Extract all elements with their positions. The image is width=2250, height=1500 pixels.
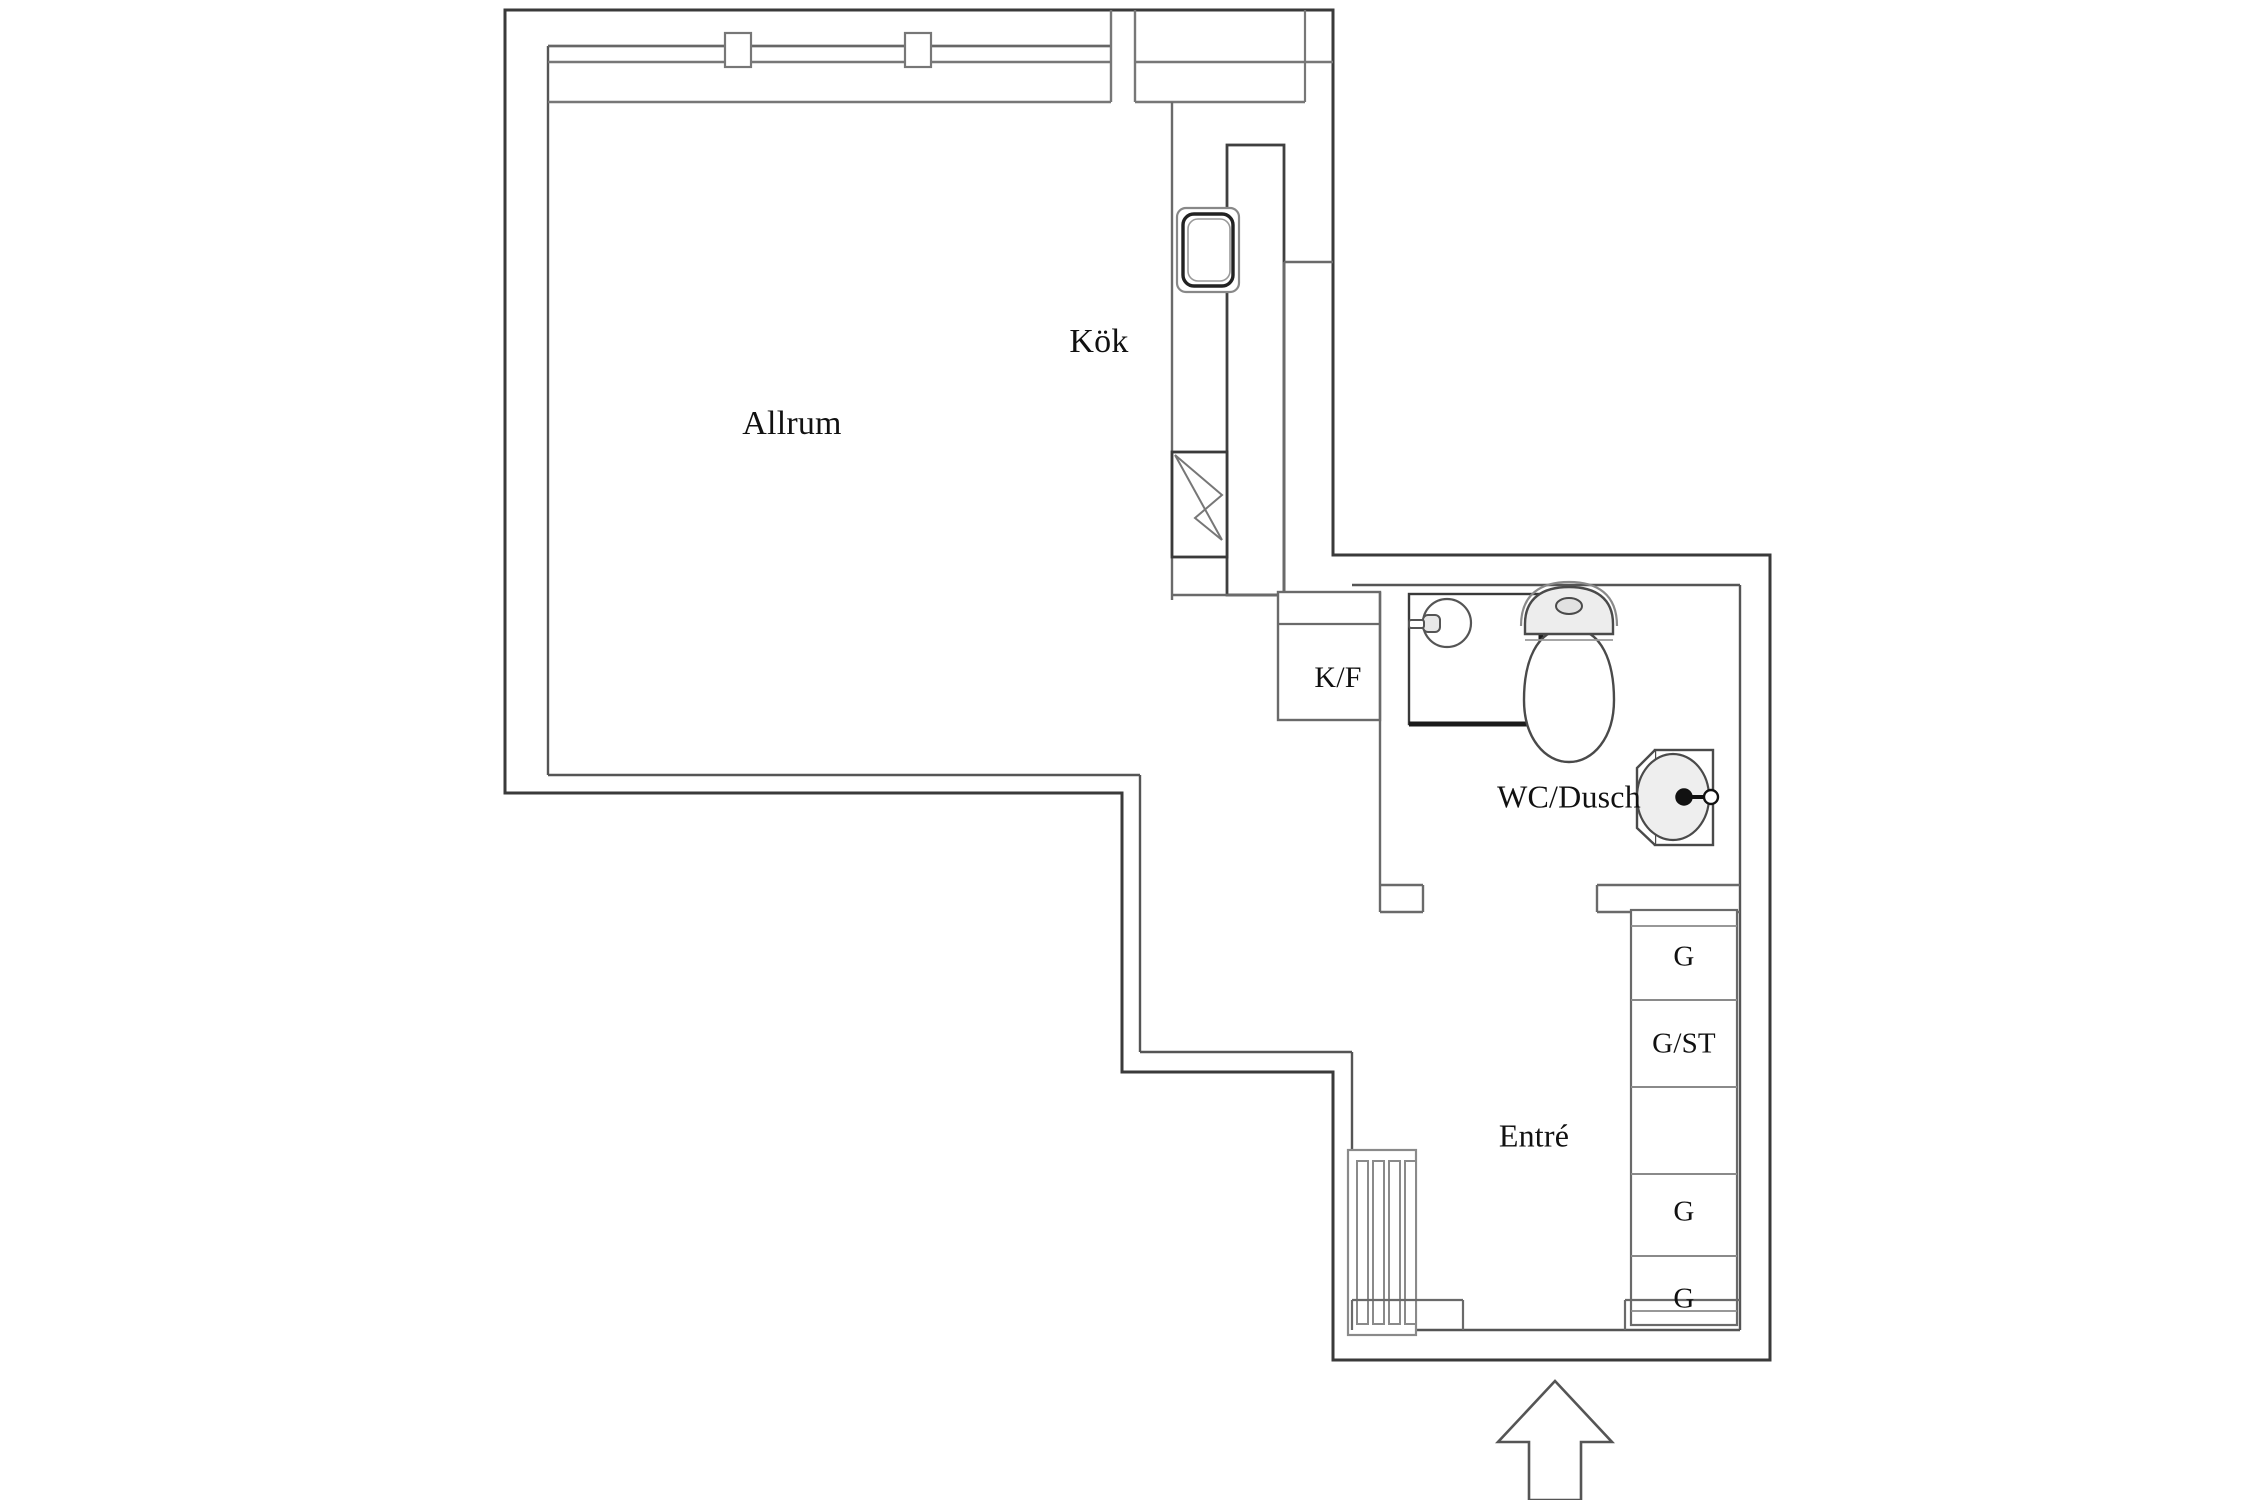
- room-label-allrum: Allrum: [742, 405, 842, 442]
- sink-fixture: [1175, 206, 1241, 294]
- dishwasher-fixture: [1170, 450, 1229, 559]
- closet-bank: [1629, 908, 1739, 1327]
- outer-wall-outline: [503, 8, 1772, 1362]
- shower-fixture: [1407, 592, 1544, 727]
- closet-label-5: G: [1673, 1282, 1695, 1315]
- room-label-entre: Entré: [1498, 1117, 1570, 1154]
- entry-door-reveals: [1350, 1298, 1740, 1330]
- radiator-fixture: [1346, 1148, 1418, 1337]
- closet-label-1: G: [1673, 940, 1695, 973]
- kf-niche: [1276, 590, 1382, 722]
- room-label-kf: K/F: [1314, 661, 1362, 694]
- entrance-arrow-icon: [1495, 1379, 1615, 1500]
- washbasin-fixture: [1635, 748, 1720, 847]
- room-label-wc-dusch: WC/Dusch: [1497, 778, 1641, 815]
- room-label-kok: Kök: [1069, 323, 1129, 360]
- window-top-band: [548, 10, 1333, 104]
- closet-label-4: G: [1673, 1195, 1695, 1228]
- toilet-fixture: [1519, 580, 1619, 764]
- closet-label-2: G/ST: [1652, 1027, 1716, 1060]
